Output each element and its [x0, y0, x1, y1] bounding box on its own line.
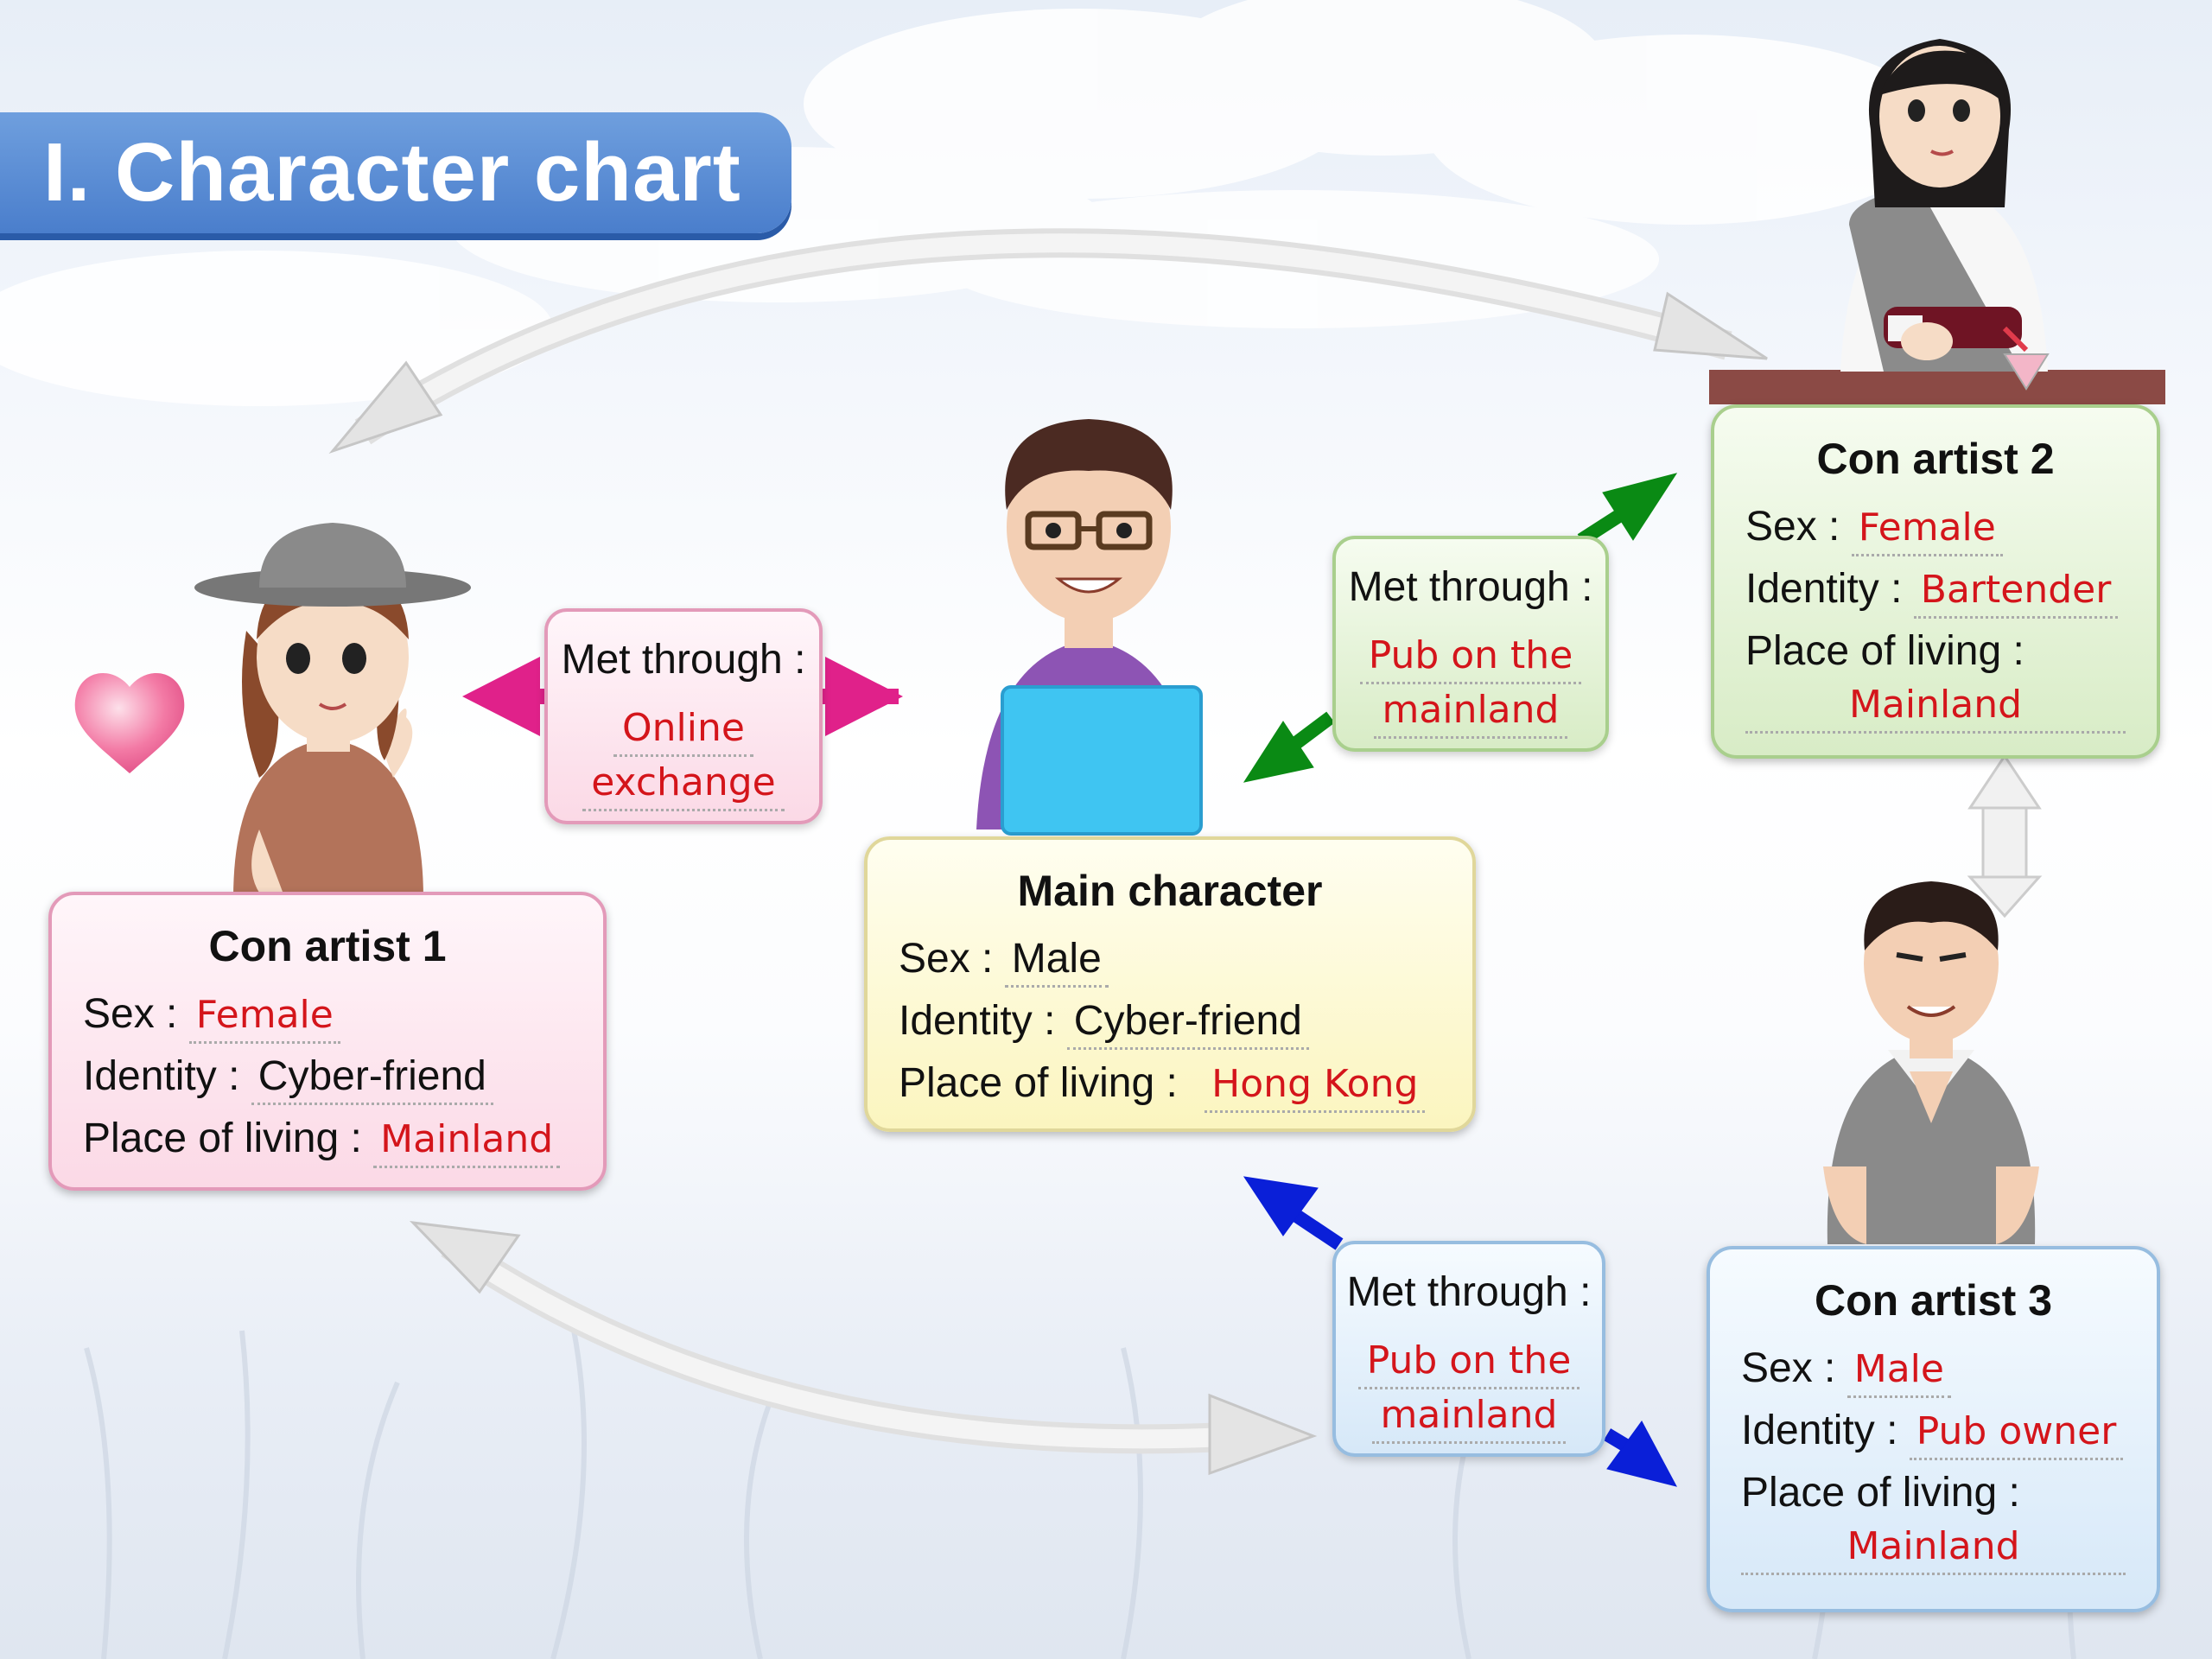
- sex-value: Female: [188, 989, 340, 1044]
- blue-arrow-pair: [1243, 1176, 1677, 1487]
- con-artist-3-illustration: [1823, 881, 2039, 1244]
- green-arrow-pair: [1243, 473, 1678, 783]
- identity-value: Pub owner: [1909, 1406, 2124, 1460]
- gray-curved-arrow-top: [328, 228, 1768, 454]
- main-character-card: Main character Sex : Male Identity : Cyb…: [864, 836, 1476, 1132]
- identity-label: Identity :: [899, 998, 1056, 1044]
- sex-value: Female: [1851, 502, 2003, 556]
- card-title: Con artist 3: [1814, 1276, 2053, 1325]
- met-through-label: Met through :: [561, 637, 806, 683]
- con-artist-1-card: Con artist 1 Sex : Female Identity : Cyb…: [48, 892, 607, 1191]
- con-artist-1-illustration: [194, 523, 471, 899]
- met-through-online-box: Met through : Online exchange: [544, 608, 823, 824]
- met-through-label: Met through :: [1346, 1269, 1592, 1315]
- card-title: Main character: [1017, 867, 1323, 915]
- heart-icon: [74, 672, 185, 773]
- con-artist-2-illustration: [1709, 39, 2165, 404]
- met-through-value-line1: Pub on the: [1359, 630, 1582, 684]
- met-through-value-line1: Online: [613, 702, 753, 757]
- place-label: Place of living :: [1745, 628, 2024, 674]
- page-title: I. Character chart: [0, 112, 791, 233]
- identity-value: Bartender: [1913, 564, 2119, 619]
- place-value: Hong Kong: [1205, 1058, 1426, 1113]
- place-label: Place of living :: [1741, 1470, 2020, 1516]
- gray-curved-arrow-bottom: [409, 1220, 1318, 1476]
- card-title: Con artist 2: [1816, 435, 2055, 483]
- met-through-value-line2: mainland: [1373, 684, 1568, 739]
- identity-value: Cyber-friend: [251, 1051, 493, 1105]
- con-artist-2-card: Con artist 2 Sex : Female Identity : Bar…: [1711, 404, 2160, 759]
- identity-label: Identity :: [1745, 566, 1903, 612]
- place-label: Place of living :: [899, 1060, 1178, 1106]
- met-through-value-line2: exchange: [582, 757, 785, 811]
- met-through-pub-blue-box: Met through : Pub on the mainland: [1332, 1241, 1605, 1457]
- place-value: Mainland: [373, 1114, 561, 1168]
- sex-value: Male: [1004, 933, 1109, 988]
- sex-label: Sex :: [1741, 1345, 1836, 1391]
- identity-value: Cyber-friend: [1066, 995, 1309, 1050]
- met-through-label: Met through :: [1348, 564, 1593, 610]
- place-value: Mainland: [1745, 679, 2126, 734]
- main-character-illustration: [976, 419, 1203, 836]
- identity-label: Identity :: [1741, 1408, 1898, 1453]
- place-value: Mainland: [1741, 1521, 2126, 1575]
- met-through-value-line1: Pub on the: [1357, 1335, 1580, 1389]
- sex-label: Sex :: [1745, 504, 1840, 550]
- card-title: Con artist 1: [208, 922, 447, 970]
- identity-label: Identity :: [83, 1053, 240, 1099]
- sex-label: Sex :: [83, 991, 178, 1037]
- met-through-value-line2: mainland: [1371, 1389, 1567, 1444]
- met-through-pub-green-box: Met through : Pub on the mainland: [1332, 536, 1609, 752]
- place-label: Place of living :: [83, 1116, 362, 1161]
- sex-value: Male: [1847, 1344, 1951, 1398]
- con-artist-3-card: Con artist 3 Sex : Male Identity : Pub o…: [1707, 1246, 2160, 1612]
- sex-label: Sex :: [899, 936, 994, 982]
- gray-vertical-arrow: [1967, 753, 2043, 918]
